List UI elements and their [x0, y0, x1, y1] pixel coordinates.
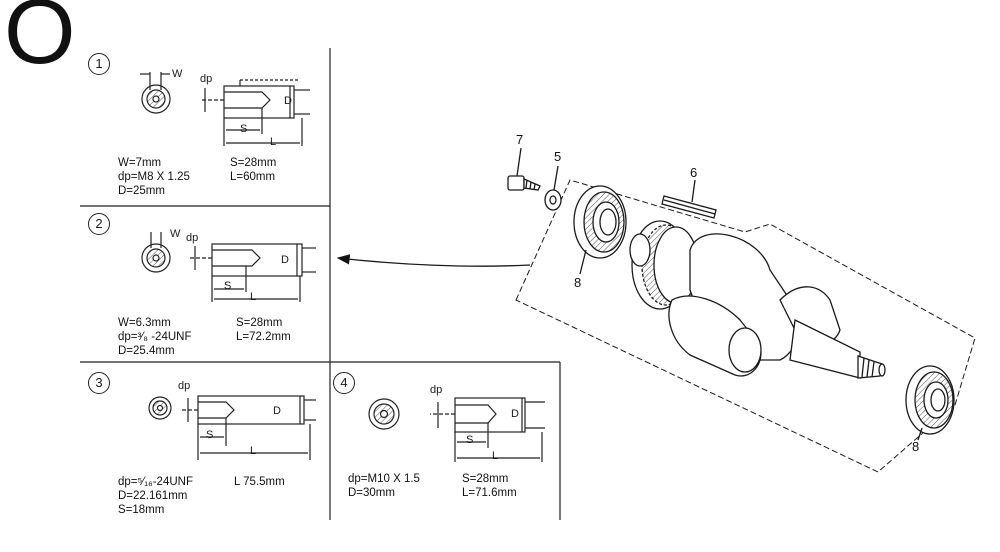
callout-bolt: 7: [516, 132, 524, 147]
panel-4-dp-label: dp: [430, 384, 443, 396]
panel-2-spec-l: L=72.2mm: [236, 331, 291, 343]
panel-1-d-label: D: [284, 95, 292, 107]
panel-1-dp-label: dp: [200, 73, 213, 85]
panel-3-spec-l: L 75.5mm: [234, 476, 285, 488]
panel-1-spec-s: S=28mm: [230, 157, 277, 169]
panel-4-spec-s: S=28mm: [462, 473, 509, 485]
panel-4-number: 4: [333, 372, 355, 394]
panel-frame: [80, 48, 561, 520]
panel-2-spec-w: W=6.3mm: [118, 317, 171, 329]
panel-4-drawing: [368, 397, 545, 462]
callout-left-bearing: 8: [574, 275, 582, 290]
panel-2-dp-label: dp: [186, 232, 199, 244]
panel-3-spec-d: D=22.161mm: [118, 490, 188, 502]
panel-4-spec-dp: dp=M10 X 1.5: [348, 473, 420, 485]
panel-4-spec-l: L=71.6mm: [462, 487, 517, 499]
panel-2-spec-s: S=28mm: [236, 317, 283, 329]
panel-3-dp-label: dp: [178, 380, 191, 392]
panel-3-d-label: D: [273, 405, 281, 417]
panel-3-spec-s: S=18mm: [118, 504, 165, 516]
washer-part: [544, 189, 562, 211]
panel-1-spec-l: L=60mm: [230, 171, 276, 183]
callout-right-bearing: 8: [912, 439, 920, 454]
panel-2-w-label: W: [170, 228, 181, 240]
callout-washer: 5: [554, 149, 562, 164]
panel-2-number: 2: [88, 213, 110, 235]
panel-1-spec-d: D=25mm: [118, 185, 165, 197]
key-part: [661, 195, 717, 219]
right-bearing-part: [905, 365, 955, 435]
panel-2-l-label: L: [250, 291, 257, 303]
bolt-part: [507, 175, 541, 191]
panel-2-s-label: S: [224, 280, 232, 292]
panel-2-spec-dp: dp=³⁄₈ -24UNF: [118, 331, 192, 343]
main-shaft-part: [789, 319, 886, 379]
panel-2-spec-d: D=25.4mm: [118, 345, 175, 357]
left-bearing-part: [573, 185, 627, 259]
callout-key: 6: [690, 165, 698, 180]
panel-1-number: 1: [88, 53, 110, 75]
panel-1-s-label: S: [240, 123, 248, 135]
crank-web-part: [668, 233, 841, 377]
panel-1-w-label: W: [172, 68, 183, 80]
panel-4-d-label: D: [511, 408, 519, 420]
panel-2-d-label: D: [281, 254, 289, 266]
panel-1-l-label: L: [270, 136, 277, 148]
panel-4-l-label: L: [492, 450, 499, 462]
crank-gear-part: [629, 220, 699, 310]
panel-1-spec-dp: dp=M8 X 1.25: [118, 171, 190, 183]
panel-2-drawing: [141, 232, 316, 302]
panel-3-s-label: S: [206, 429, 214, 441]
panel-3-spec-dp: dp=⁵⁄₁₆-24UNF: [118, 476, 193, 488]
panel-4-spec-d: D=30mm: [348, 487, 395, 499]
panel-4-s-label: S: [466, 434, 474, 446]
panel-1-spec-w: W=7mm: [118, 157, 162, 169]
panel-3-drawing: [148, 395, 316, 460]
page-letter: O: [4, 0, 76, 83]
panel-3-l-label: L: [250, 445, 257, 457]
panel-3-number: 3: [88, 372, 110, 394]
panel-1-drawing: [140, 72, 310, 146]
crankshaft-assembly: [336, 147, 976, 473]
